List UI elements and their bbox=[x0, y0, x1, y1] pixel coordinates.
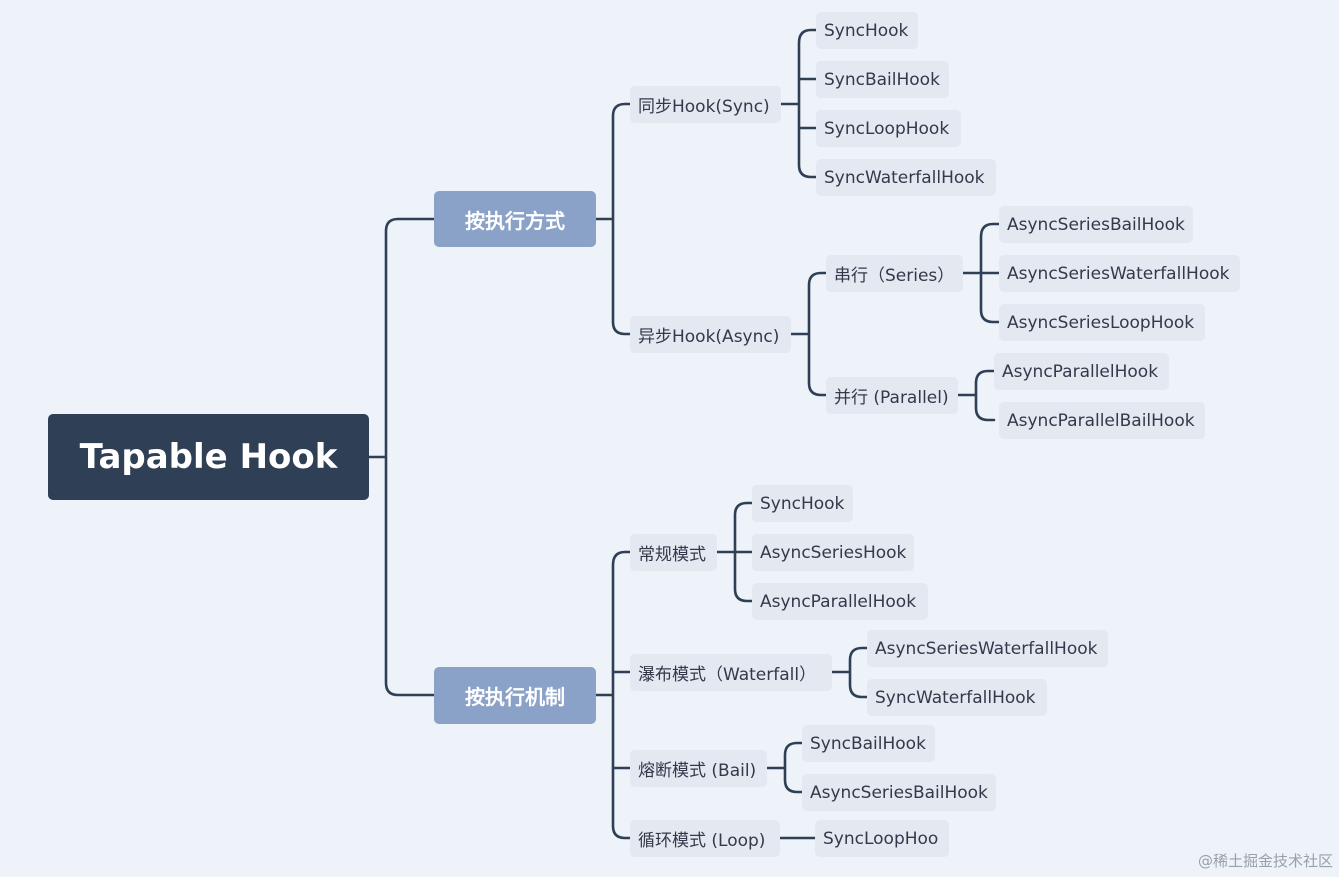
sub-parallel[interactable]: 并行 (Parallel) bbox=[826, 377, 958, 414]
connector-exec-style bbox=[594, 102, 632, 336]
connector-sync bbox=[779, 28, 818, 179]
sub-series[interactable]: 串行（Series） bbox=[826, 255, 963, 292]
leaf-syncwaterfallhook-mode[interactable]: SyncWaterfallHook bbox=[867, 679, 1047, 716]
sub-normal-mode[interactable]: 常规模式 bbox=[630, 534, 717, 571]
sub-loop-mode[interactable]: 循环模式 (Loop) bbox=[630, 820, 780, 857]
sub-bail-mode[interactable]: 熔断模式 (Bail) bbox=[630, 750, 767, 787]
leaf-asyncserieshook[interactable]: AsyncSeriesHook bbox=[752, 534, 914, 571]
leaf-asyncserieswaterfallhook-mode[interactable]: AsyncSeriesWaterfallHook bbox=[867, 630, 1108, 667]
sub-waterfall-mode[interactable]: 瀑布模式（Waterfall） bbox=[630, 654, 832, 691]
leaf-syncloophook[interactable]: SyncLoopHook bbox=[816, 110, 961, 147]
leaf-syncbailhook-mode[interactable]: SyncBailHook bbox=[802, 725, 935, 762]
leaf-asyncseriesloophook[interactable]: AsyncSeriesLoopHook bbox=[999, 304, 1205, 341]
root-node[interactable]: Tapable Hook bbox=[48, 414, 369, 500]
connector-async bbox=[789, 271, 828, 397]
leaf-synchook-normal[interactable]: SyncHook bbox=[752, 485, 853, 522]
leaf-asyncseriesbailhook-mode[interactable]: AsyncSeriesBailHook bbox=[802, 774, 996, 811]
sub-sync-hook[interactable]: 同步Hook(Sync) bbox=[630, 86, 781, 123]
leaf-syncwaterfallhook[interactable]: SyncWaterfallHook bbox=[816, 159, 996, 196]
connector-series bbox=[961, 222, 1001, 324]
leaf-asyncseriesbailhook[interactable]: AsyncSeriesBailHook bbox=[999, 206, 1193, 243]
connector-root bbox=[367, 217, 436, 697]
leaf-syncloophoo[interactable]: SyncLoopHoo bbox=[815, 820, 949, 857]
leaf-synchook[interactable]: SyncHook bbox=[816, 12, 918, 49]
connector-normal bbox=[715, 501, 754, 603]
leaf-asyncparallelbailhook[interactable]: AsyncParallelBailHook bbox=[999, 402, 1205, 439]
connector-exec-mechanism bbox=[594, 550, 632, 840]
branch-by-execution-mechanism[interactable]: 按执行机制 bbox=[434, 667, 596, 724]
leaf-asyncparallelhook[interactable]: AsyncParallelHook bbox=[994, 353, 1169, 390]
leaf-asyncserieswaterfallhook[interactable]: AsyncSeriesWaterfallHook bbox=[999, 255, 1240, 292]
branch-by-execution-style[interactable]: 按执行方式 bbox=[434, 191, 596, 247]
sub-async-hook[interactable]: 异步Hook(Async) bbox=[630, 316, 791, 353]
leaf-syncbailhook[interactable]: SyncBailHook bbox=[816, 61, 949, 98]
leaf-asyncparallelhook-normal[interactable]: AsyncParallelHook bbox=[752, 583, 928, 620]
connector-waterfall bbox=[830, 646, 869, 699]
watermark: @稀土掘金技术社区 bbox=[1197, 852, 1333, 870]
connector-parallel bbox=[956, 369, 996, 422]
connector-bail bbox=[765, 741, 804, 794]
